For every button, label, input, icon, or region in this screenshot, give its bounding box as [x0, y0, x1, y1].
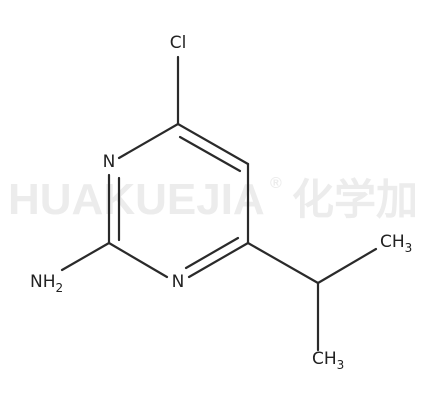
watermark-cjk: 化学加 [292, 176, 418, 223]
atom-label-n-lower: N [172, 272, 185, 292]
watermark: HUAKUEJIA ® 化学加 [8, 175, 418, 224]
atom-label-n-upper: N [103, 152, 116, 172]
bond-c2-nh2 [60, 241, 111, 272]
bond-c6-n1 [187, 241, 250, 279]
atom-label-nh2: NH2 [30, 272, 63, 295]
bond-n1-c2 [107, 241, 169, 279]
ch3-upper-main-text: CH [380, 232, 405, 252]
atom-label-cl: Cl [170, 33, 187, 53]
bond-ch-ch3-upper [316, 247, 378, 285]
ch3-upper-subscript: 3 [405, 241, 413, 255]
bond-c6-n1-inner [184, 236, 240, 270]
bond-c4-c5-inner [178, 135, 242, 173]
atom-label-ch3-lower: CH3 [312, 349, 344, 372]
bond-c4-c5 [176, 122, 250, 166]
watermark-registered-mark: ® [270, 175, 282, 192]
ch3-lower-subscript: 3 [337, 358, 345, 372]
nh2-main-text: NH [30, 272, 56, 292]
ch3-lower-main-text: CH [312, 349, 337, 369]
watermark-brand: HUAKUEJIA [8, 175, 265, 224]
bond-c6-ch [246, 241, 320, 285]
atom-labels: Cl N N NH2 CH3 CH3 [30, 33, 412, 372]
bonds [60, 55, 378, 352]
nh2-subscript: 2 [56, 281, 64, 295]
bond-c4-n3 [117, 122, 180, 160]
atom-label-ch3-upper: CH3 [380, 232, 412, 255]
